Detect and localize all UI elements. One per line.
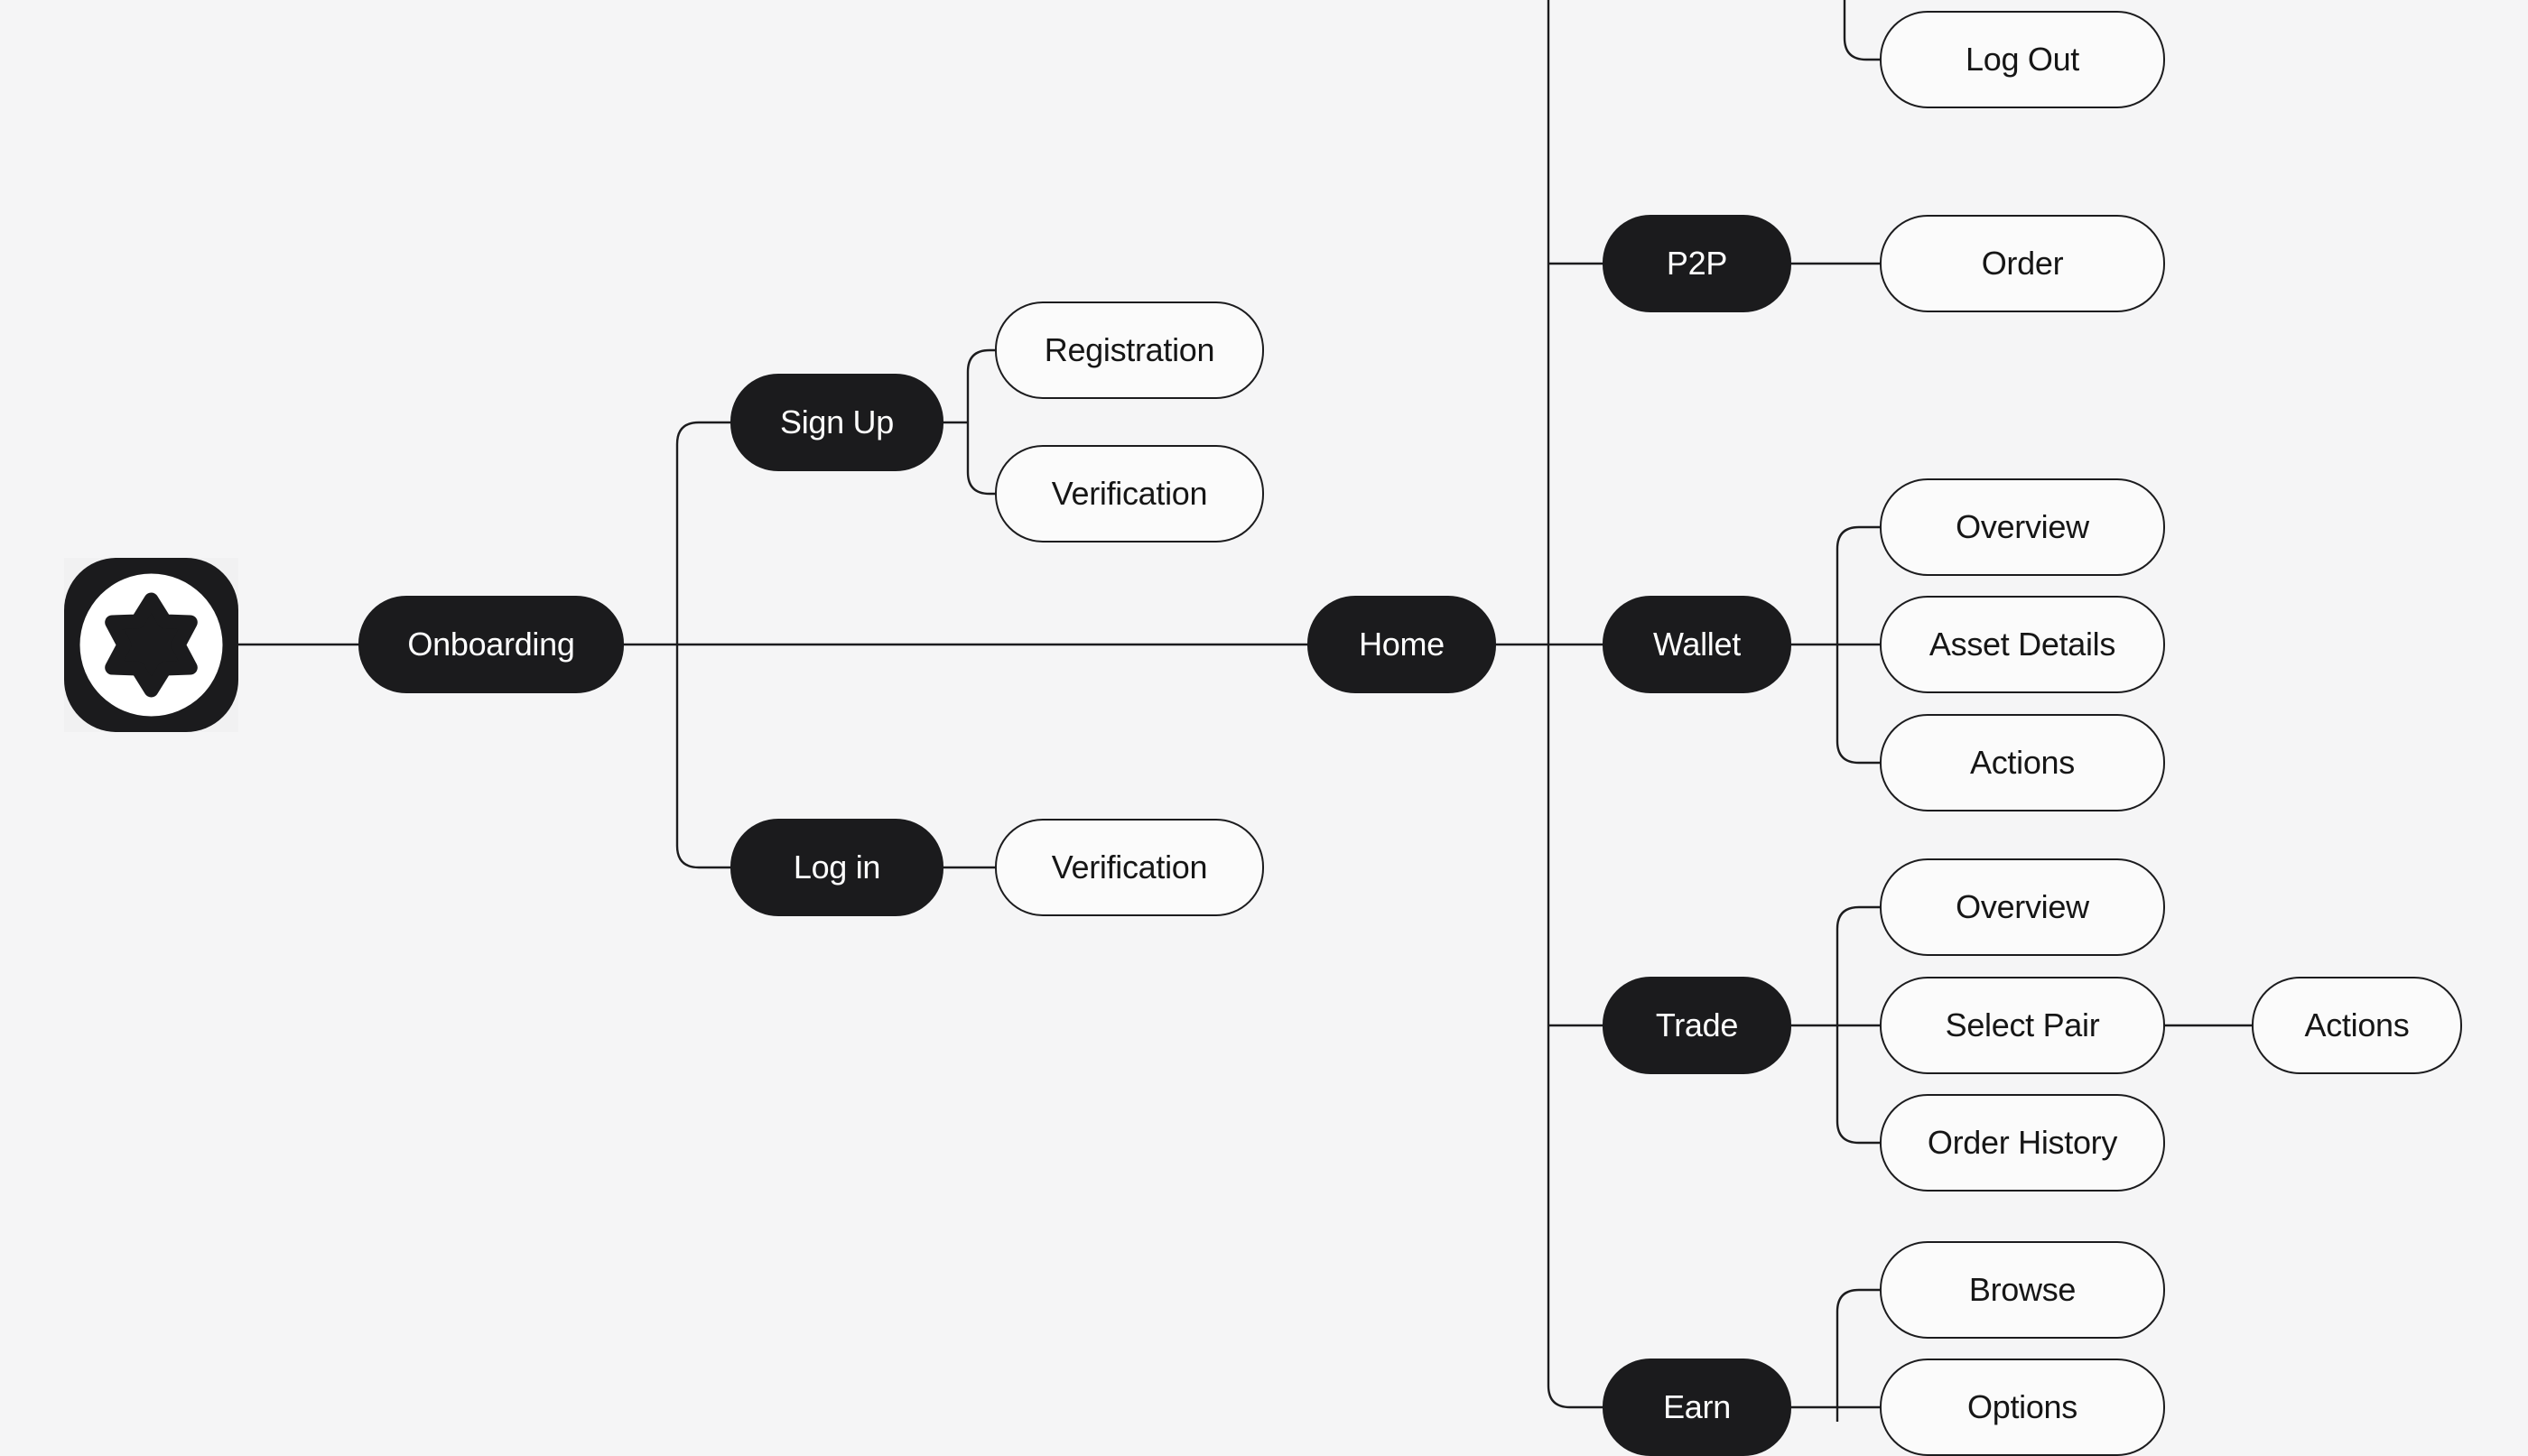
node-select-pair[interactable]: Select Pair <box>1880 977 2165 1074</box>
node-sign-up-verification[interactable]: Verification <box>995 445 1264 543</box>
node-order[interactable]: Order <box>1880 215 2165 312</box>
logo-star <box>105 592 198 698</box>
connector-earn-children <box>1836 1288 1880 1422</box>
node-order-history[interactable]: Order History <box>1880 1094 2165 1192</box>
connector-trade-children <box>1836 905 1880 1145</box>
connector-offscreen-logout <box>1843 0 1880 61</box>
node-trade[interactable]: Trade <box>1603 977 1791 1074</box>
connector-lines <box>238 0 2252 1422</box>
connector-home-trunk-earn <box>1547 0 1603 1409</box>
node-asset-details[interactable]: Asset Details <box>1880 596 2165 693</box>
node-p2p[interactable]: P2P <box>1603 215 1791 312</box>
node-wallet[interactable]: Wallet <box>1603 596 1791 693</box>
connector-wallet-children <box>1836 525 1880 765</box>
connector-onboarding-branch <box>675 421 730 869</box>
six-point-star-icon <box>64 558 238 732</box>
node-sign-up[interactable]: Sign Up <box>730 374 943 471</box>
node-log-in-verification[interactable]: Verification <box>995 819 1264 916</box>
node-trade-actions[interactable]: Actions <box>2252 977 2462 1074</box>
node-browse[interactable]: Browse <box>1880 1241 2165 1339</box>
node-options[interactable]: Options <box>1880 1359 2165 1456</box>
node-log-in[interactable]: Log in <box>730 819 943 916</box>
app-logo <box>64 558 238 732</box>
node-wallet-actions[interactable]: Actions <box>1880 714 2165 811</box>
node-trade-overview[interactable]: Overview <box>1880 858 2165 956</box>
node-wallet-overview[interactable]: Overview <box>1880 478 2165 576</box>
node-home[interactable]: Home <box>1307 596 1496 693</box>
node-onboarding[interactable]: Onboarding <box>358 596 624 693</box>
node-log-out[interactable]: Log Out <box>1880 11 2165 108</box>
connector-signup-children <box>966 348 995 496</box>
node-registration[interactable]: Registration <box>995 301 1264 399</box>
node-earn[interactable]: Earn <box>1603 1359 1791 1456</box>
